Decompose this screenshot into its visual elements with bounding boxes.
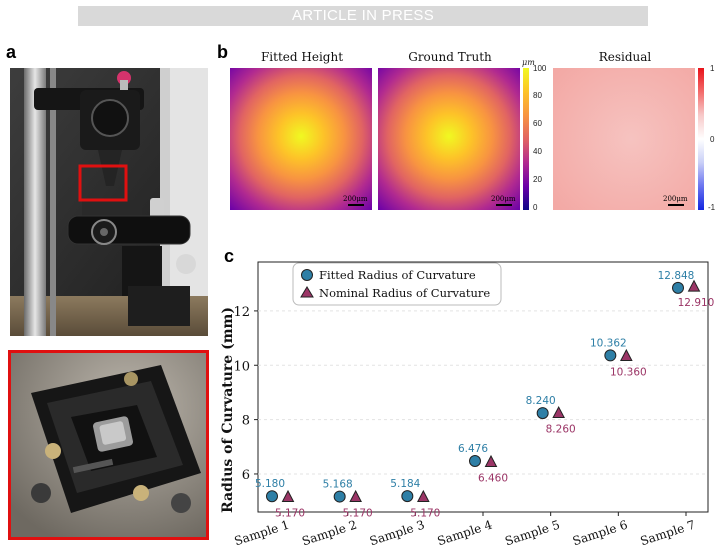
nominal-point bbox=[349, 489, 362, 503]
height-tick: 20 bbox=[533, 175, 542, 184]
residual-heatmap bbox=[553, 68, 695, 210]
fitted-height-heatmap bbox=[230, 68, 372, 210]
fitted-height-title: Fitted Height bbox=[260, 50, 344, 64]
residual-title: Residual bbox=[598, 50, 652, 64]
ground-truth-heatmap bbox=[378, 68, 520, 210]
residual-tick: 1 bbox=[710, 64, 715, 73]
fitted-value-label: 5.168 bbox=[323, 479, 353, 491]
nominal-point bbox=[281, 489, 295, 503]
sensor-photo bbox=[8, 350, 209, 540]
grid-lines bbox=[258, 310, 708, 475]
panel-label-c: c bbox=[224, 246, 235, 266]
x-tick-label: Sample 6 bbox=[571, 518, 629, 545]
y-tick-label: 12 bbox=[233, 305, 250, 320]
nominal-point bbox=[484, 454, 498, 467]
fitted-scale-bar bbox=[348, 204, 364, 206]
fitted-point bbox=[266, 490, 278, 503]
y-tick-label: 10 bbox=[233, 359, 250, 374]
height-colorbar-unit: μm bbox=[522, 58, 535, 67]
y-axis-label: Radius of Curvature (mm) bbox=[220, 307, 236, 513]
fitted-point bbox=[333, 490, 346, 503]
truth-scale-bar bbox=[496, 204, 512, 206]
fitted-point bbox=[604, 349, 617, 362]
truth-scale-label: 200μm bbox=[491, 195, 516, 203]
nominal-value-label: 5.170 bbox=[275, 508, 305, 520]
nominal-point bbox=[417, 489, 430, 503]
height-tick: 40 bbox=[533, 147, 542, 156]
fitted-value-label: 5.184 bbox=[390, 478, 420, 490]
fitted-point bbox=[536, 407, 549, 420]
height-tick: 100 bbox=[533, 64, 547, 73]
height-tick: 0 bbox=[533, 203, 538, 212]
x-tick-label: Sample 4 bbox=[436, 517, 495, 545]
data-labels: 5.180 5.168 5.184 6.476 8.240 10.362 12.848 5.1… bbox=[255, 270, 714, 520]
legend-triangle-icon bbox=[300, 286, 314, 298]
legend-fitted-label: Fitted Radius of Curvature bbox=[319, 268, 476, 282]
fitted-value-label: 10.362 bbox=[590, 337, 627, 349]
x-tick-label: Sample 3 bbox=[368, 518, 426, 545]
x-tick-label: Sample 5 bbox=[503, 518, 561, 545]
legend-circle-icon bbox=[301, 269, 313, 281]
height-tick: 80 bbox=[533, 91, 542, 100]
fitted-point bbox=[401, 490, 414, 503]
residual-tick: -1 bbox=[708, 203, 716, 212]
y-tick-label: 8 bbox=[242, 414, 250, 429]
legend-nominal-label: Nominal Radius of Curvature bbox=[319, 286, 490, 300]
fitted-value-label: 5.180 bbox=[255, 478, 285, 490]
y-tick-label: 6 bbox=[242, 468, 250, 483]
nominal-point bbox=[687, 279, 701, 292]
fitted-point bbox=[672, 281, 684, 294]
fitted-value-label: 12.848 bbox=[658, 270, 695, 282]
sensor-photo-illustration bbox=[11, 353, 206, 537]
nominal-point bbox=[620, 348, 633, 361]
fitted-value-label: 6.476 bbox=[458, 443, 488, 455]
ground-truth-title: Ground Truth bbox=[408, 50, 492, 64]
panel-label-a: a bbox=[6, 42, 17, 62]
residual-scale-label: 200μm bbox=[663, 195, 688, 203]
setup-photo bbox=[10, 68, 208, 336]
y-axis-ticks: 6 8 10 12 bbox=[233, 305, 258, 483]
nominal-value-label: 5.170 bbox=[343, 508, 373, 520]
x-tick-label: Sample 1 bbox=[233, 518, 291, 545]
data-points bbox=[266, 279, 701, 503]
legend-box bbox=[292, 262, 502, 306]
x-tick-label: Sample 2 bbox=[300, 518, 358, 545]
residual-colorbar bbox=[698, 68, 704, 210]
nominal-value-label: 10.360 bbox=[610, 366, 647, 378]
residual-tick: 0 bbox=[710, 135, 715, 144]
x-tick-label: Sample 7 bbox=[639, 518, 697, 545]
article-in-press-banner: ARTICLE IN PRESS bbox=[78, 6, 648, 26]
fitted-point bbox=[469, 455, 481, 468]
nominal-value-label: 6.460 bbox=[478, 472, 508, 484]
height-tick: 60 bbox=[533, 119, 542, 128]
nominal-value-label: 5.170 bbox=[410, 508, 440, 520]
fitted-scale-label: 200μm bbox=[343, 195, 368, 203]
height-colorbar bbox=[523, 68, 529, 210]
radius-of-curvature-chart: 6 8 10 12 Sample 1 Sample 2 Sample 3 Sample 4 S… bbox=[220, 261, 714, 545]
setup-photo-illustration bbox=[10, 68, 208, 336]
residual-scale-bar bbox=[668, 204, 684, 206]
chart-legend: Fitted Radius of Curvature Nominal Radiu… bbox=[292, 262, 502, 306]
panel-label-b: b bbox=[217, 42, 228, 62]
nominal-value-label: 12.910 bbox=[678, 297, 715, 309]
nominal-value-label: 8.260 bbox=[546, 424, 576, 436]
nominal-point bbox=[552, 405, 565, 419]
fitted-value-label: 8.240 bbox=[526, 395, 556, 407]
